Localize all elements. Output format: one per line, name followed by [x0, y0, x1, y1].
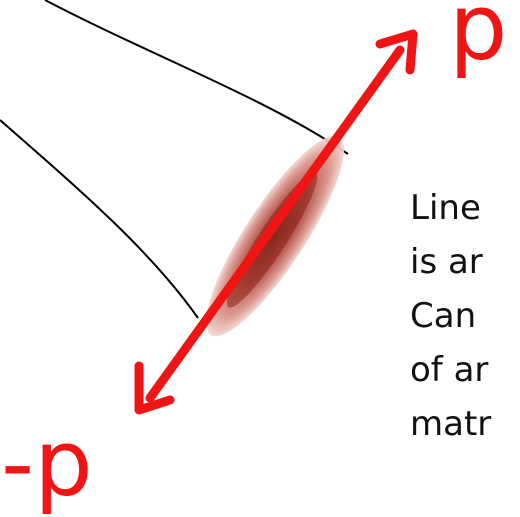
caption-line: matr: [410, 397, 491, 451]
projection-line-upper: [45, 0, 348, 154]
caption-line: Can: [410, 289, 491, 343]
label-plus-p: p: [449, 0, 507, 74]
caption-line: is ar: [410, 235, 491, 289]
director-arrow: [139, 34, 413, 410]
label-minus-p: -p: [1, 418, 93, 510]
caption-text: Line is ar Can of ar matr: [410, 181, 491, 451]
density-ellipsoid-core: [217, 165, 328, 314]
projection-line-lower: [0, 120, 198, 318]
caption-line: Line: [410, 181, 491, 235]
caption-line: of ar: [410, 343, 491, 397]
